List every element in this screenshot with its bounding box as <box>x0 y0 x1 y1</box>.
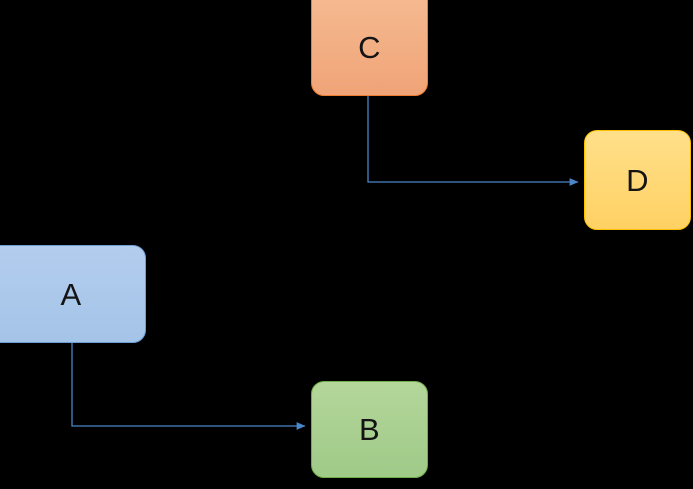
edge-a-to-b <box>71 343 306 430</box>
node-b[interactable]: B <box>311 381 428 478</box>
node-d-label: D <box>626 162 649 198</box>
edge-c-to-d <box>367 96 579 186</box>
node-a[interactable]: A <box>0 245 146 343</box>
node-d[interactable]: D <box>584 130 691 230</box>
node-c-label: C <box>358 29 381 65</box>
node-a-label: A <box>60 276 82 312</box>
node-b-label: B <box>359 412 380 447</box>
node-c[interactable]: C <box>311 0 428 96</box>
